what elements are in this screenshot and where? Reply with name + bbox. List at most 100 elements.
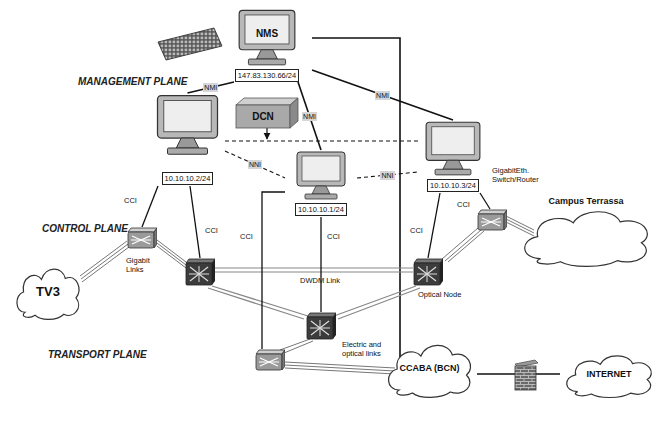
plane-outline — [28, 262, 643, 370]
plane-title: CONTROL PLANE — [42, 223, 128, 234]
monitor-icon — [285, 150, 357, 200]
gigabit-links — [80, 216, 534, 282]
dwdm-links-part — [334, 286, 416, 316]
diagram-label: DWDM Link — [300, 276, 340, 285]
firewall-icon — [515, 360, 538, 390]
cloud-outline — [389, 345, 471, 397]
optical-node-icons — [186, 259, 443, 339]
dcn-arrow-part — [266, 127, 267, 139]
cloud-label: INTERNET — [587, 369, 632, 379]
dwdm-links-part — [215, 271, 413, 272]
diagram-label: CCI — [240, 232, 253, 241]
cloud-heading-row: Campus Terrassa — [515, 190, 657, 208]
switch-icons-part — [128, 228, 157, 248]
diagram-label: CCI — [410, 226, 423, 235]
monitor-body — [426, 122, 480, 160]
monitor-stand — [176, 138, 199, 148]
monitor-screen — [302, 156, 340, 181]
gigabit-links-part — [81, 244, 128, 279]
address-row: 10.10.10.3/24 — [418, 174, 488, 192]
electric-optical-links-part — [284, 341, 313, 353]
controller-pc: 10.10.10.1/24 — [285, 150, 357, 216]
gigabit-links-part — [506, 222, 534, 236]
cloud-outline — [525, 212, 648, 267]
control-plane: CONTROL PLANE10.10.10.2/2410.10.10.1/241… — [28, 140, 615, 242]
address-row: 10.10.10.1/24 — [285, 198, 357, 216]
gigabit-links-part — [82, 247, 129, 282]
gigabit-links-part — [506, 216, 534, 230]
cci-lines-part — [428, 193, 440, 258]
plane-title: MANAGEMENT PLANE — [78, 76, 187, 87]
monitor-base — [168, 148, 208, 154]
diagram-label: CCI — [205, 226, 218, 235]
diagram-label: Gigabit Links — [126, 256, 160, 274]
address-row: 147.83.130.66/24 — [222, 64, 312, 82]
optical-node-icons-part — [186, 259, 215, 285]
gigabit-links-part — [506, 219, 534, 233]
interface-label: NNI — [248, 160, 262, 169]
management-plane: MANAGEMENT PLANE NMS147.83.130.66/24 — [38, 2, 606, 97]
monitor-body — [297, 152, 345, 186]
campus-cloud: Campus Terrassa — [515, 190, 657, 267]
dwdm-links-part — [215, 267, 413, 268]
dcn-arrow — [267, 127, 268, 139]
monitor-screen — [432, 127, 475, 155]
electric-optical-links-part — [285, 368, 395, 374]
cloud-shape — [515, 204, 657, 267]
keyboard-icon-part — [158, 28, 222, 60]
cloud-label: CCABA (BCN) — [399, 363, 459, 373]
dwdm-links — [208, 268, 420, 319]
switch-icons-part — [256, 350, 285, 370]
gigabit-links-part — [445, 230, 481, 261]
interface-label: NMI — [203, 83, 218, 92]
diagram-label: CCI — [457, 200, 470, 209]
monitor-body — [239, 10, 295, 49]
dcn-front — [236, 105, 290, 128]
dcn-box: DCN — [236, 98, 298, 128]
cci-lines — [142, 186, 490, 349]
management-link — [298, 82, 321, 150]
switch-icons-part — [478, 210, 507, 230]
cloud-outline — [17, 269, 79, 319]
switch-icons — [128, 210, 507, 370]
monitor-stand — [443, 160, 463, 169]
dcn-name: DCN — [252, 111, 274, 122]
electric-optical-links-part — [285, 362, 395, 368]
gigabit-links-part — [80, 241, 127, 276]
tv3-cloud: TV3 — [12, 262, 84, 320]
ip-address: 147.83.130.66/24 — [235, 69, 299, 82]
diagram-label: Electric and optical links — [342, 340, 398, 358]
monitor-base — [435, 169, 471, 175]
plane-outline — [38, 2, 604, 95]
cci-lines-part — [142, 186, 158, 227]
cloud-outline — [567, 356, 652, 398]
dcn-label-row: DCN — [236, 105, 290, 128]
dwdm-links-part — [338, 288, 420, 319]
firewall-icon-part — [515, 366, 536, 390]
cloud-label-row: INTERNET — [560, 350, 658, 398]
diagram-label: Optical Node — [418, 290, 461, 299]
cci-lines-part — [262, 192, 285, 349]
dwdm-links-part — [208, 288, 304, 319]
cci-lines-part — [190, 186, 200, 258]
monitor-stand — [257, 50, 278, 59]
cloud-label-row: CCABA (BCN) — [382, 338, 477, 398]
monitor-screen — [245, 15, 289, 44]
ip-address: 10.10.10.3/24 — [427, 179, 479, 192]
monitor-base — [305, 194, 337, 199]
monitor-stand — [312, 186, 330, 194]
gigabit-links-part — [157, 243, 186, 265]
interface-label: NMI — [375, 91, 390, 100]
optical-node-icons-part — [414, 259, 443, 285]
interface-label: NNI — [380, 171, 394, 180]
monitor-body — [158, 96, 218, 139]
management-link — [312, 70, 453, 120]
management-link — [188, 82, 235, 93]
diagram-label: CCI — [124, 196, 137, 205]
gigabit-links-part — [448, 231, 484, 262]
nms-station: NMS147.83.130.66/24 — [222, 8, 312, 82]
ccaba-cloud: CCABA (BCN) — [382, 338, 477, 398]
cloud-label: TV3 — [36, 284, 60, 299]
optical-node-icons-part — [307, 313, 336, 339]
